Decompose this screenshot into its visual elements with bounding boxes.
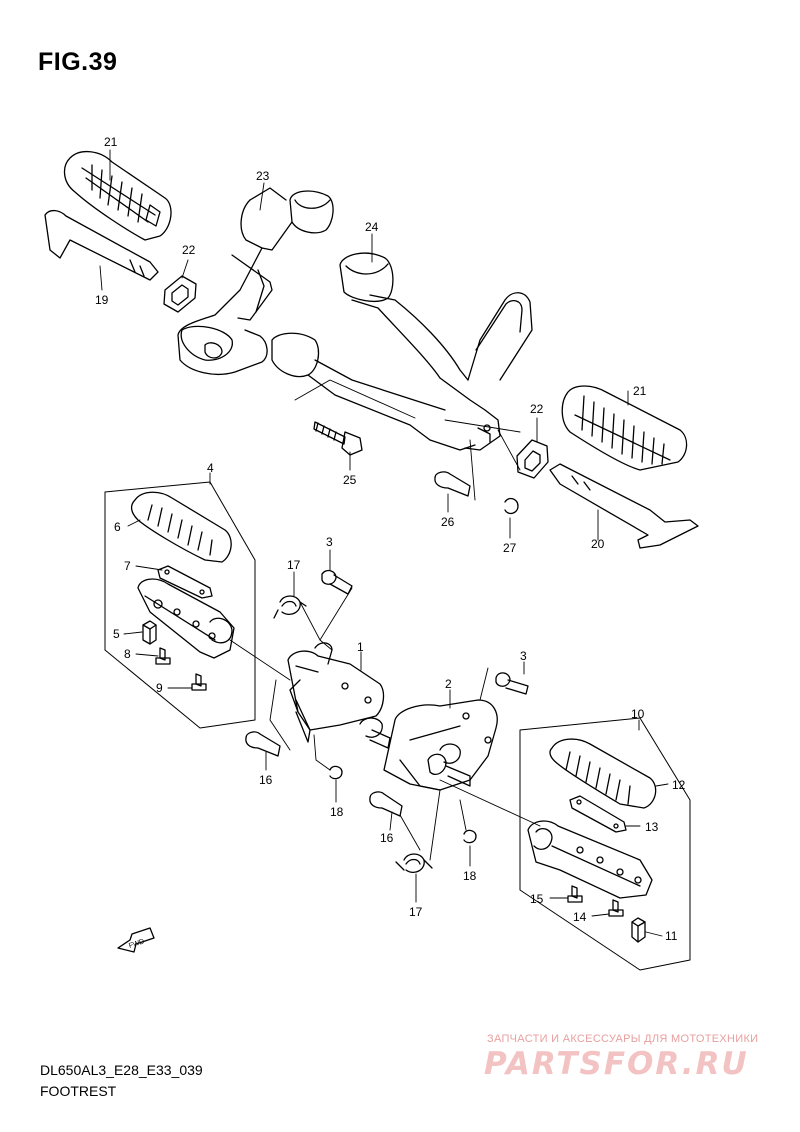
callout-label: 19 — [95, 293, 109, 307]
nut-11 — [631, 917, 646, 943]
callout-label: 13 — [645, 820, 659, 834]
callout-label: 2 — [445, 677, 452, 691]
callout-label: 17 — [287, 558, 301, 572]
footrest-rubber-6 — [130, 491, 232, 563]
plate-19 — [44, 209, 159, 281]
callout-label: 18 — [330, 805, 344, 819]
callout-label: 21 — [633, 384, 647, 398]
bolt-8 — [155, 647, 171, 665]
pin-16-right — [369, 791, 403, 817]
footrest-rubber-21-right — [561, 385, 688, 471]
callout-label: 22 — [530, 402, 544, 416]
bolt-14 — [608, 899, 624, 917]
figure-name: FOOTREST — [40, 1083, 117, 1099]
plate-13 — [569, 795, 627, 833]
spring-17-upper — [273, 595, 307, 619]
callout-label: 5 — [113, 627, 120, 641]
callout-label: 22 — [182, 243, 196, 257]
callout-label: 16 — [380, 831, 394, 845]
callout-label: 3 — [326, 535, 333, 549]
bolt-15 — [567, 885, 583, 903]
callout-label: 21 — [104, 135, 118, 149]
callout-label: 18 — [463, 869, 477, 883]
model-code: DL650AL3_E28_E33_039 — [40, 1062, 203, 1078]
callout-label: 17 — [409, 905, 423, 919]
callout-label: 12 — [672, 778, 686, 792]
plate-7 — [157, 565, 213, 599]
leader-lines-upper — [294, 379, 521, 501]
callout-label: 9 — [156, 681, 163, 695]
watermark-tagline: ЗАПЧАСТИ И АКСЕССУАРЫ ДЛЯ МОТОТЕХНИКИ — [487, 1033, 759, 1045]
bolt-3-right — [495, 672, 529, 695]
callout-label: 10 — [631, 707, 645, 721]
callout-label: 3 — [520, 649, 527, 663]
plate-20 — [549, 463, 699, 549]
grommet-22-left — [163, 275, 197, 313]
callout-leaders — [99, 149, 669, 937]
callout-label: 14 — [573, 910, 587, 924]
fwd-arrow-icon — [117, 927, 155, 953]
footrest-body-right — [527, 820, 653, 899]
callout-label: 8 — [124, 647, 131, 661]
callout-label: 1 — [357, 640, 364, 654]
assembly-box-4 — [104, 481, 256, 729]
clip-18-right — [463, 829, 477, 844]
callout-label: 15 — [530, 892, 544, 906]
leader-lines-middle — [229, 587, 541, 861]
callout-label: 4 — [207, 461, 214, 475]
grommet-22-right — [516, 439, 549, 479]
bracket-1 — [287, 642, 391, 749]
pin-16-left — [245, 731, 281, 757]
spring-17-lower — [395, 853, 433, 874]
fwd-label: FWD — [128, 938, 145, 950]
bracket-2 — [383, 699, 498, 791]
callout-label: 6 — [114, 520, 121, 534]
brake-pedal-24 — [271, 252, 533, 451]
watermark-logo: PARTSFOR.RU — [484, 1046, 749, 1082]
figure-title: FIG.39 — [38, 48, 118, 76]
assembly-box-10 — [519, 717, 691, 971]
callout-label: 26 — [441, 515, 455, 529]
callout-label: 24 — [365, 220, 379, 234]
clip-18-left — [329, 765, 343, 780]
callout-label: 25 — [343, 473, 357, 487]
clip-27 — [504, 497, 519, 515]
bolt-3-left — [321, 569, 353, 595]
callout-numbers: 21 23 24 22 19 25 22 21 26 27 20 4 6 7 1… — [95, 135, 686, 943]
callout-label: 27 — [503, 541, 517, 555]
footrest-body-left — [137, 578, 235, 659]
callout-label: 7 — [124, 559, 131, 573]
nut-5 — [142, 620, 157, 645]
pin-26 — [434, 471, 471, 497]
footrest-rubber-21-left — [63, 151, 172, 241]
callout-label: 23 — [256, 169, 270, 183]
callout-label: 11 — [665, 929, 678, 943]
bolt-25 — [313, 421, 363, 456]
bolt-9 — [191, 673, 207, 691]
callout-label: 20 — [591, 537, 605, 551]
footrest-rubber-12 — [549, 738, 657, 809]
callout-label: 16 — [259, 773, 273, 787]
bracket-23 — [177, 187, 334, 375]
